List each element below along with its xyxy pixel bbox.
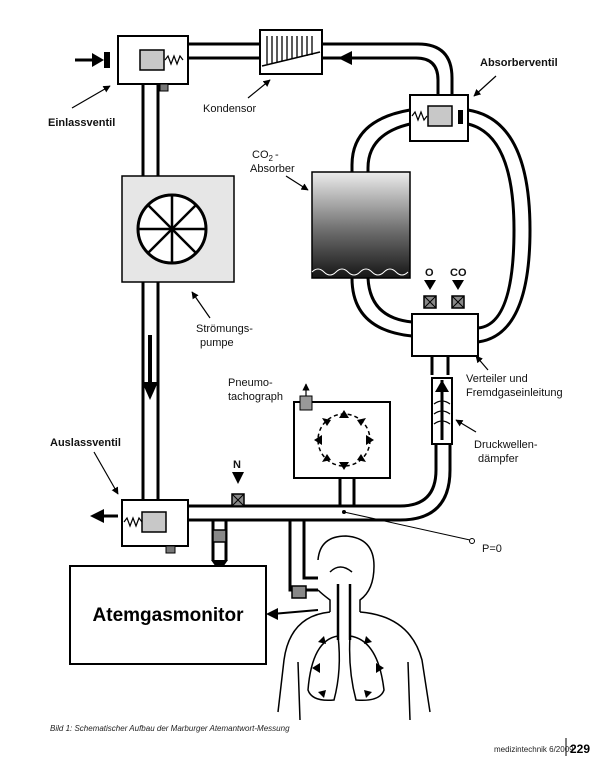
footer-journal: medizintechnik 6/2009 [494, 745, 574, 754]
inlet-arrow-icon [92, 53, 104, 67]
outlet-arrow-icon [90, 509, 104, 523]
label-auslassventil: Auslassventil [50, 437, 121, 449]
patient-figure [277, 535, 431, 721]
n-port [231, 472, 245, 507]
label-fremdgas: Fremdgaseinleitung [466, 387, 563, 399]
label-tachograph: tachograph [228, 391, 283, 403]
kondensor [259, 29, 323, 75]
label-kondensor: Kondensor [203, 103, 257, 115]
label-einlassventil: Einlassventil [48, 117, 115, 129]
stroemungspumpe [121, 175, 235, 283]
label-co: CO [450, 267, 467, 279]
label-co2-top: CO2- [252, 149, 279, 163]
co2-absorber [311, 171, 411, 279]
absorberventil-valve [409, 94, 469, 142]
auslassventil-valve [121, 499, 189, 554]
verteiler [411, 313, 479, 357]
label-co2-absorber: Absorber [250, 163, 295, 175]
label-n: N [233, 459, 241, 471]
pipe-network [141, 42, 532, 592]
pneumotachograph [293, 383, 391, 479]
footer-page-number: 229 [570, 742, 590, 756]
label-verteiler: Verteiler und [466, 373, 528, 385]
label-absorberventil: Absorberventil [480, 57, 558, 69]
figure-caption: Bild 1: Schematischer Aufbau der Marburg… [50, 724, 290, 733]
label-daempfer: dämpfer [478, 453, 519, 465]
label-druckwellen: Druckwellen- [474, 439, 538, 451]
label-o: O [425, 267, 434, 279]
druckwellendaempfer [431, 377, 453, 445]
flow-arrow-icon [338, 51, 352, 65]
lung-arrows [312, 636, 384, 698]
label-pneumo: Pneumo- [228, 377, 273, 389]
label-stroemungs: Strömungs- [196, 323, 253, 335]
label-atemgasmonitor: Atemgasmonitor [93, 605, 245, 626]
down-arrow-icon [142, 382, 158, 400]
einlassventil-valve [104, 35, 189, 92]
atemgasmonitor [69, 565, 267, 665]
label-pumpe: pumpe [200, 337, 234, 349]
label-p0: P=0 [482, 543, 502, 555]
gas-ports [423, 280, 465, 309]
